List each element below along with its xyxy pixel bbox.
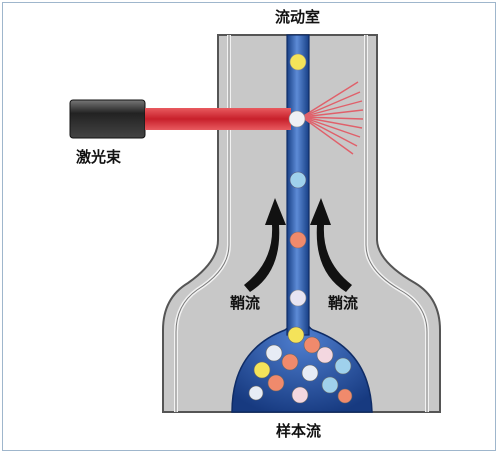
sheath-flow-left-label: 鞘流 bbox=[230, 294, 261, 312]
sheath-flow-right-label: 鞘流 bbox=[328, 294, 359, 312]
upward-arrow-icon bbox=[244, 198, 286, 292]
particle bbox=[288, 110, 306, 128]
laser-emitter-icon bbox=[69, 99, 146, 139]
particle bbox=[289, 231, 307, 249]
flow-chamber-label: 流动室 bbox=[275, 8, 321, 26]
upward-arrow-icon bbox=[310, 198, 352, 292]
laser-beam bbox=[145, 108, 291, 130]
particle bbox=[289, 171, 307, 189]
sample-flow-label: 样本流 bbox=[276, 422, 322, 440]
particle bbox=[289, 289, 307, 307]
reservoir-particles bbox=[248, 326, 353, 404]
scatter-rays bbox=[301, 81, 364, 155]
particle bbox=[289, 53, 307, 71]
laser-beam-label: 激光束 bbox=[76, 148, 122, 166]
